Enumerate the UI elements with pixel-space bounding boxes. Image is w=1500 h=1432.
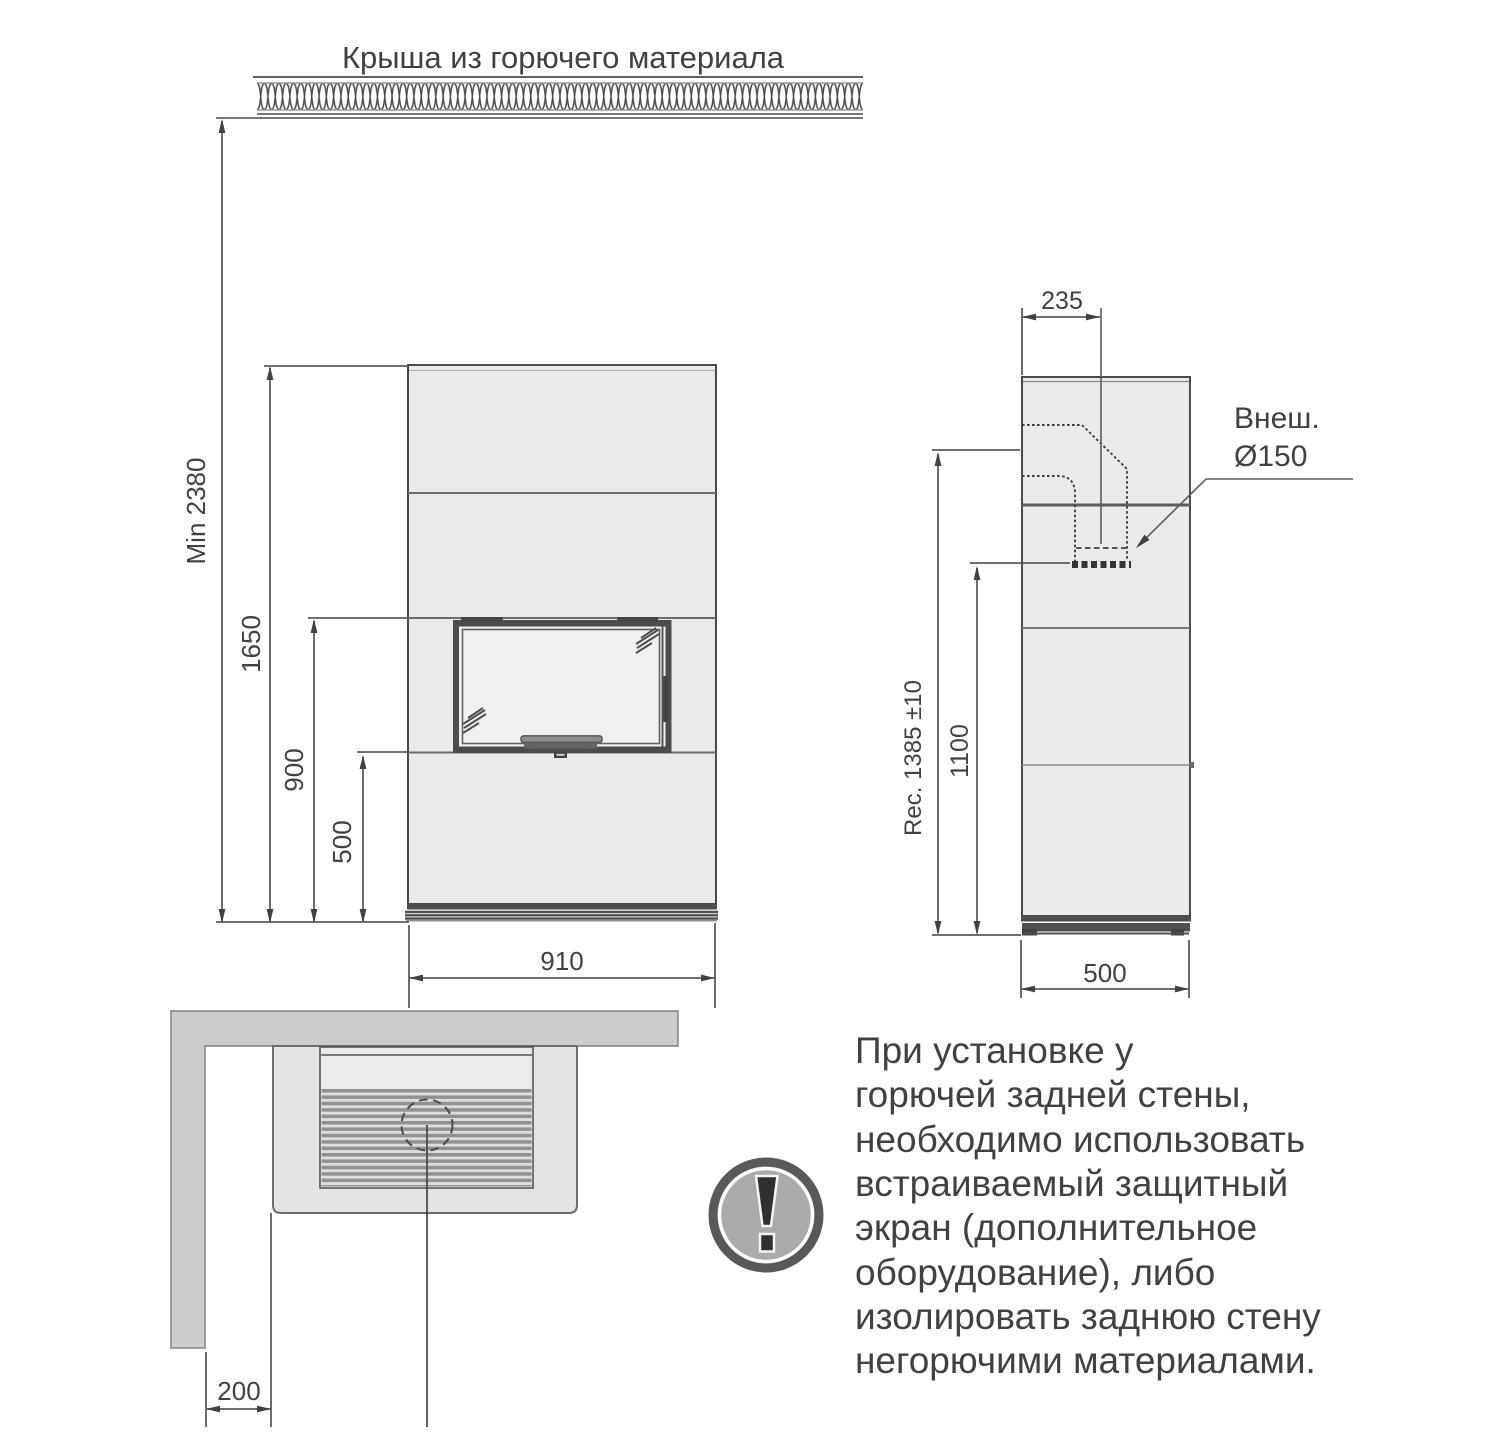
svg-text:встраиваемый защитный: встраиваемый защитный: [855, 1163, 1288, 1204]
svg-text:1100: 1100: [946, 724, 974, 778]
svg-text:500: 500: [1083, 958, 1126, 988]
svg-text:Ø150: Ø150: [1234, 440, 1307, 473]
svg-text:экран (дополнительное: экран (дополнительное: [855, 1207, 1257, 1248]
svg-text:200: 200: [217, 1376, 260, 1406]
svg-text:Крыша из горючего материала: Крыша из горючего материала: [342, 40, 785, 75]
svg-text:необходимо использовать: необходимо использовать: [855, 1119, 1305, 1160]
svg-text:Внеш.: Внеш.: [1234, 402, 1320, 435]
svg-text:горючей задней стены,: горючей задней стены,: [855, 1074, 1251, 1115]
svg-text:1650: 1650: [236, 615, 266, 673]
svg-text:235: 235: [1041, 287, 1083, 315]
svg-text:500: 500: [327, 820, 357, 863]
svg-text:900: 900: [279, 748, 309, 791]
svg-text:При установке у: При установке у: [855, 1030, 1134, 1071]
svg-text:Rec. 1385 ±10: Rec. 1385 ±10: [900, 680, 927, 836]
svg-text:910: 910: [540, 946, 583, 976]
svg-text:негорючими материалами.: негорючими материалами.: [855, 1340, 1316, 1381]
svg-text:изолировать заднюю стену: изолировать заднюю стену: [855, 1296, 1321, 1337]
svg-text:оборудование), либо: оборудование), либо: [855, 1252, 1215, 1293]
svg-text:Min 2380: Min 2380: [181, 458, 211, 565]
